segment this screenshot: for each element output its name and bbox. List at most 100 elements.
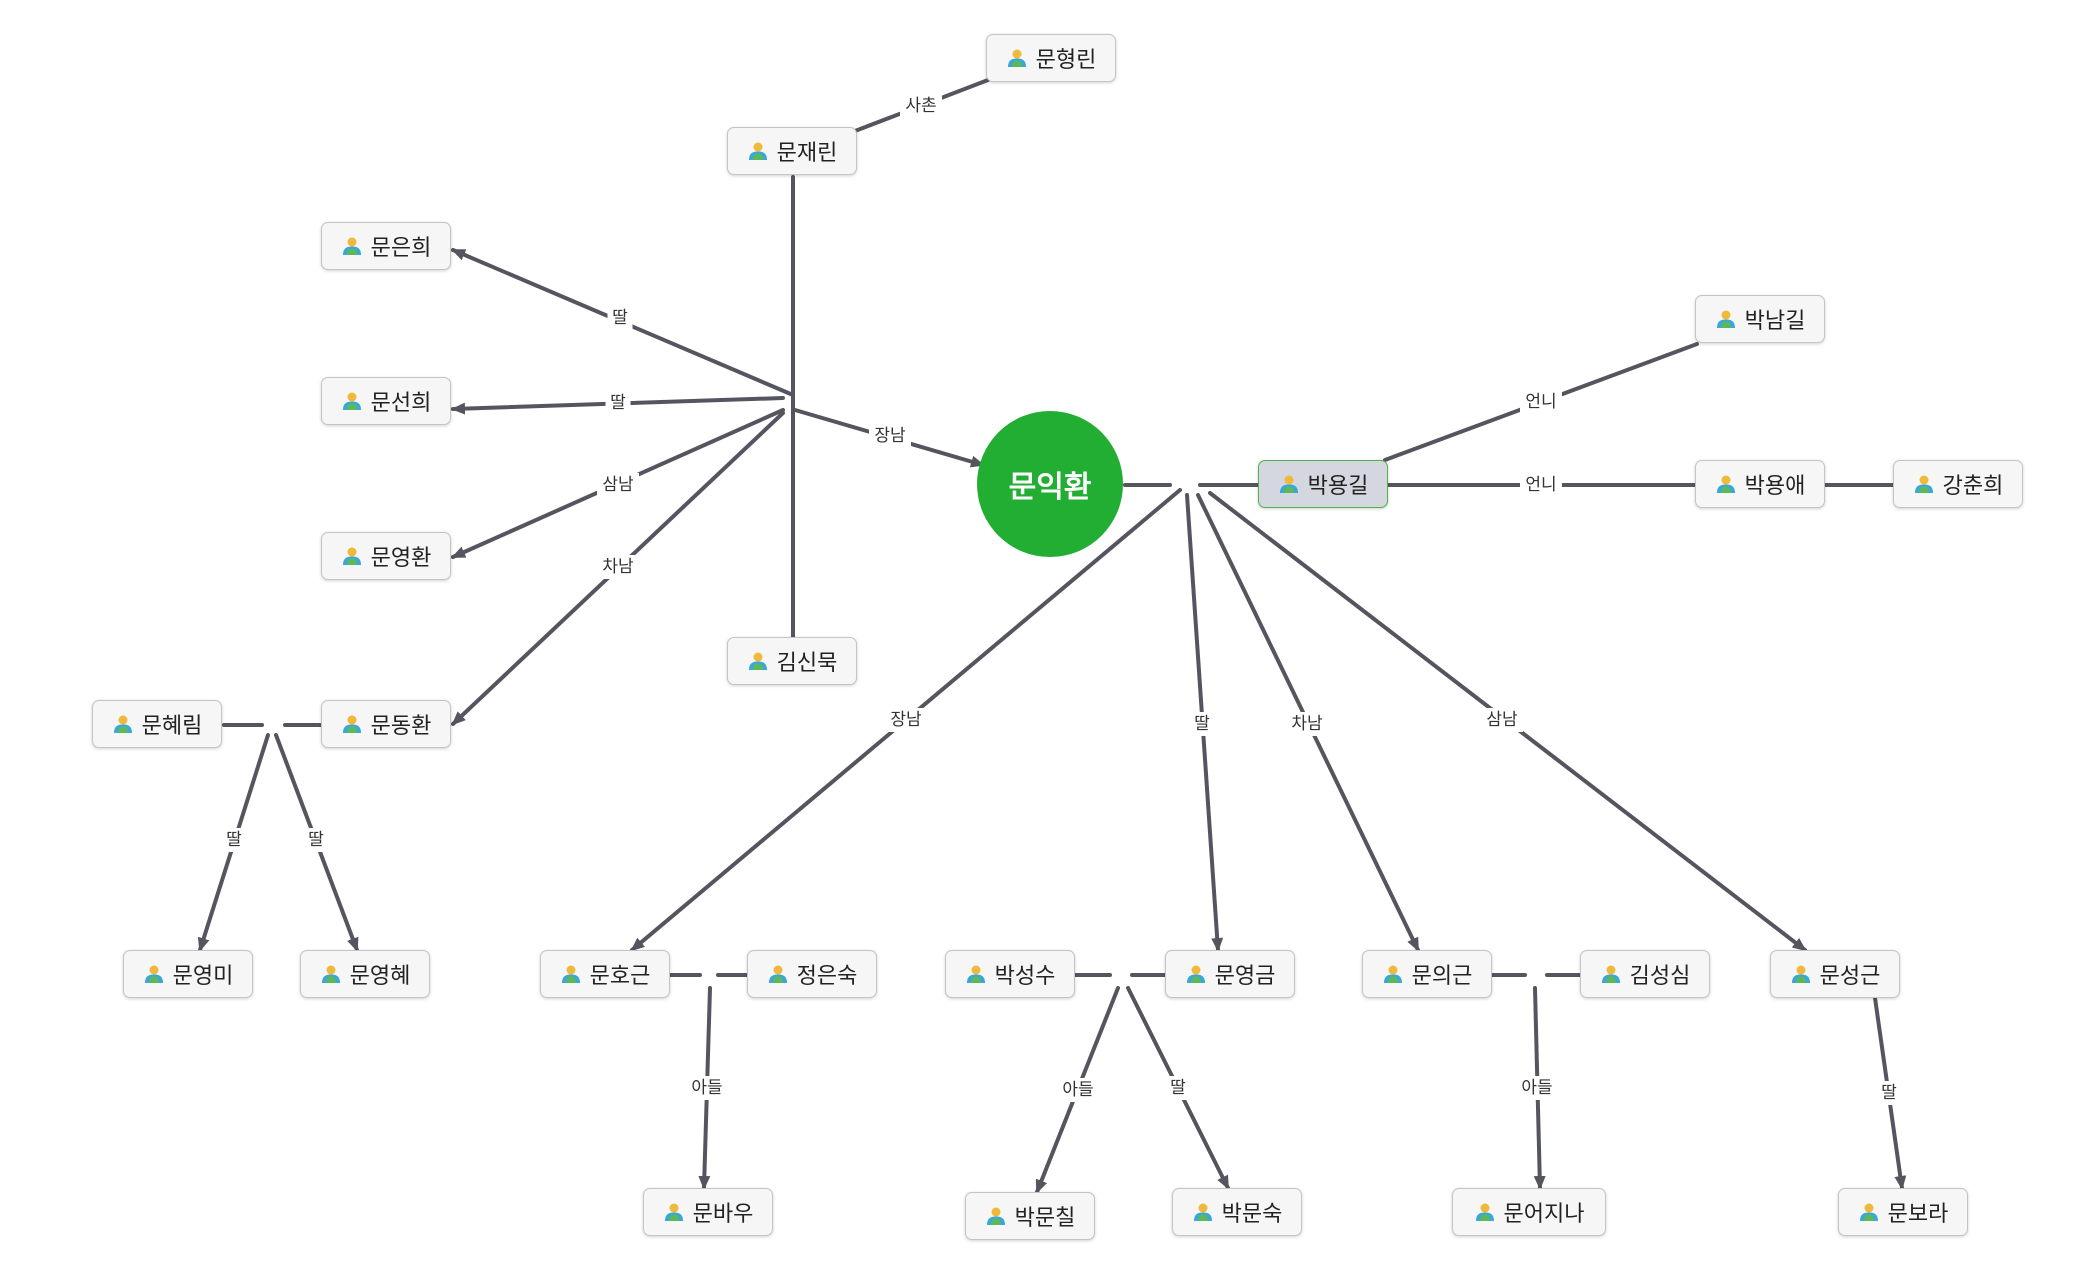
person-icon [1601, 965, 1620, 983]
person-icon [1007, 49, 1026, 67]
person-node-park-munsuk[interactable]: 박문숙 [1172, 1188, 1302, 1236]
person-icon [144, 965, 163, 983]
relation-label: 딸 [308, 830, 324, 850]
relation-label-bg [597, 473, 639, 497]
person-name: 문선희 [370, 391, 432, 416]
relation-label-bg [1520, 473, 1562, 497]
person-name: 문성근 [1819, 964, 1881, 989]
person-name: 박문숙 [1221, 1202, 1283, 1227]
person-node-mun-yeonggeum[interactable]: 문영금 [1165, 950, 1295, 998]
person-node-mun-hyeonglin[interactable]: 문형린 [986, 34, 1116, 82]
person-name: 문형린 [1035, 48, 1097, 73]
person-node-mun-jaerin[interactable]: 문재린 [727, 127, 857, 175]
person-name: 박남길 [1744, 309, 1806, 334]
person-name: 강춘희 [1942, 474, 2004, 499]
relation-label: 딸 [612, 308, 628, 328]
person-icon [966, 965, 985, 983]
person-icon [748, 142, 767, 160]
relation-label-bg [1057, 1078, 1099, 1102]
person-icon [342, 392, 361, 410]
person-node-park-namgil[interactable]: 박남길 [1695, 295, 1825, 343]
person-name: 문보라 [1887, 1202, 1949, 1227]
person-name: 박성수 [994, 964, 1056, 989]
person-node-mun-seonggeun[interactable]: 문성근 [1770, 950, 1900, 998]
person-name: 문호근 [589, 964, 651, 989]
relation-label: 아들 [691, 1078, 722, 1098]
relation-label-bg [607, 306, 633, 330]
person-node-mun-eunhui[interactable]: 문은희 [321, 222, 451, 270]
person-name: 정은숙 [796, 964, 858, 989]
person-icon [1279, 475, 1298, 493]
person-node-park-yongae[interactable]: 박용애 [1695, 460, 1825, 508]
person-node-kim-sinmuk[interactable]: 김신묵 [727, 637, 857, 685]
relation-label: 차남 [1291, 714, 1323, 734]
person-node-mun-hyerim[interactable]: 문혜림 [92, 700, 222, 748]
person-node-mun-uigeun[interactable]: 문의근 [1362, 950, 1492, 998]
person-name: 문영혜 [349, 964, 411, 989]
person-name: 박용애 [1744, 474, 1806, 499]
person-name: 문영미 [172, 964, 234, 989]
relation-label-bg [221, 828, 247, 852]
root-person-node[interactable]: 문익환 [977, 411, 1123, 557]
person-name: 문영금 [1214, 964, 1276, 989]
person-node-mun-bora[interactable]: 문보라 [1838, 1188, 1968, 1236]
relation-label: 사촌 [905, 96, 936, 116]
person-node-park-seongsu[interactable]: 박성수 [945, 950, 1075, 998]
person-node-mun-yeongmi[interactable]: 문영미 [123, 950, 253, 998]
person-node-mun-yeonghwan[interactable]: 문영환 [321, 532, 451, 580]
person-name: 김성심 [1629, 964, 1691, 989]
relation-label: 딸 [1170, 1078, 1186, 1098]
person-icon [113, 715, 132, 733]
person-icon [342, 715, 361, 733]
relation-label: 장남 [890, 710, 922, 730]
relation-label-bg [1481, 708, 1523, 732]
person-name: 문혜림 [141, 714, 203, 739]
relation-label: 아들 [1062, 1080, 1093, 1100]
relation-label-bg [303, 828, 329, 852]
relation-label: 딸 [226, 830, 242, 850]
person-icon [986, 1207, 1005, 1225]
relation-label: 딸 [1881, 1083, 1897, 1103]
relation-label: 딸 [610, 393, 626, 413]
person-icon [321, 965, 340, 983]
person-node-mun-yeonghye[interactable]: 문영혜 [300, 950, 430, 998]
person-name: 문영환 [370, 546, 432, 571]
person-node-kang-chunhui[interactable]: 강춘희 [1893, 460, 2023, 508]
relation-label-bg [1165, 1076, 1191, 1100]
person-icon [1193, 1203, 1212, 1221]
person-name: 박용길 [1307, 474, 1369, 499]
person-node-mun-donghwan[interactable]: 문동환 [321, 700, 451, 748]
person-node-jeong-eunsuk[interactable]: 정은숙 [747, 950, 877, 998]
person-icon [1383, 965, 1402, 983]
person-name: 문어지나 [1503, 1202, 1585, 1227]
person-node-mun-hogeun[interactable]: 문호근 [540, 950, 670, 998]
person-icon [768, 965, 787, 983]
person-node-kim-seongsim[interactable]: 김성심 [1580, 950, 1710, 998]
person-node-mun-bau[interactable]: 문바우 [643, 1188, 773, 1236]
relation-label: 삼남 [1486, 710, 1518, 730]
relation-label: 아들 [1521, 1078, 1552, 1098]
relation-label: 삼남 [602, 475, 634, 495]
relation-label-bg [605, 391, 631, 415]
person-node-park-yonggil[interactable]: 박용길 [1258, 460, 1388, 508]
person-icon [748, 652, 767, 670]
person-icon [1791, 965, 1810, 983]
person-name: 박문칠 [1014, 1206, 1076, 1231]
relation-label-bg [1286, 712, 1328, 736]
relation-label-bg [1876, 1081, 1902, 1105]
relation-label-bg [885, 708, 927, 732]
person-icon [1716, 310, 1735, 328]
person-node-mun-eojina[interactable]: 문어지나 [1452, 1188, 1606, 1236]
root-person-name: 문익환 [1008, 470, 1092, 505]
person-node-park-munchil[interactable]: 박문칠 [965, 1192, 1095, 1240]
person-icon [561, 965, 580, 983]
relation-label: 딸 [1194, 714, 1210, 734]
person-name: 문의근 [1411, 964, 1473, 989]
person-node-mun-seonhui[interactable]: 문선희 [321, 377, 451, 425]
relation-label: 장남 [874, 426, 906, 446]
relation-label-bg [869, 424, 911, 448]
person-name: 문재린 [776, 141, 838, 166]
relation-label-bg [1516, 1076, 1558, 1100]
